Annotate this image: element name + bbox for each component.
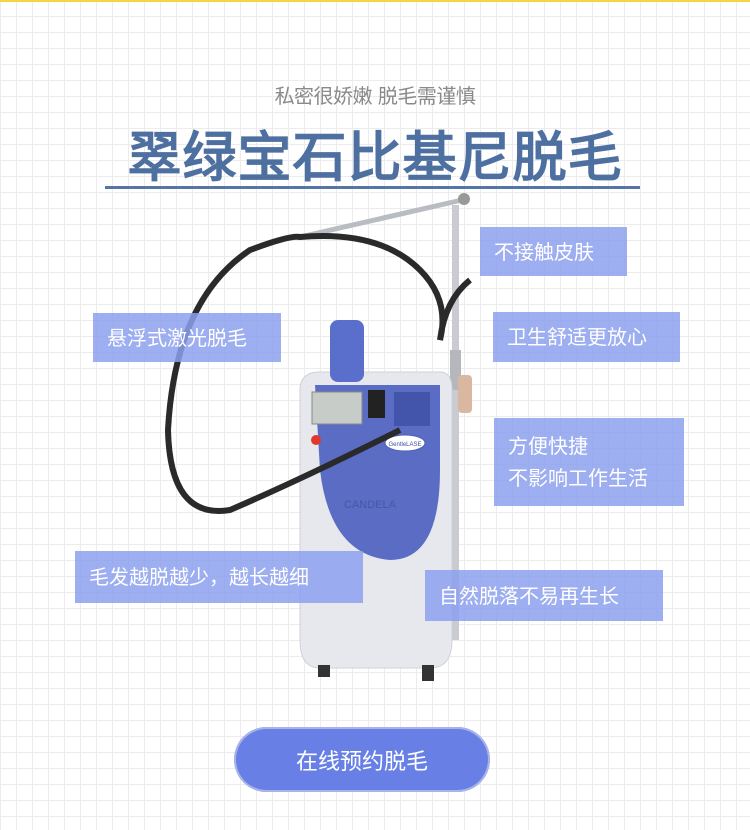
brand-logo: CANDELA xyxy=(344,499,397,511)
title-divider xyxy=(105,186,640,189)
feature-text: 方便快捷 xyxy=(508,434,588,458)
feature-tag-less-hair: 毛发越脱越少，越长越细 xyxy=(75,551,363,603)
feature-tag-no-contact: 不接触皮肤 xyxy=(480,227,627,276)
page-title: 翠绿宝石比基尼脱毛 xyxy=(127,126,623,189)
feature-text: 悬浮式激光脱毛 xyxy=(107,325,247,350)
book-online-button[interactable]: 在线预约脱毛 xyxy=(234,727,490,792)
model-logo: GentleLASE xyxy=(388,442,421,448)
feature-text: 不接触皮肤 xyxy=(494,239,594,264)
page-subtitle: 私密很娇嫩 脱毛需谨慎 xyxy=(274,84,476,108)
feature-tag-natural-shedding: 自然脱落不易再生长 xyxy=(425,570,663,621)
feature-tag-hygienic: 卫生舒适更放心 xyxy=(493,312,680,362)
top-accent-bar xyxy=(0,0,750,2)
feature-tag-convenient: 方便快捷不影响工作生活 xyxy=(494,418,684,506)
feature-text: 自然脱落不易再生长 xyxy=(439,583,619,608)
feature-text: 毛发越脱越少，越长越细 xyxy=(89,565,309,589)
feature-tag-hover-laser: 悬浮式激光脱毛 xyxy=(93,313,281,362)
feature-text: 不影响工作生活 xyxy=(508,466,648,490)
feature-text: 卫生舒适更放心 xyxy=(507,325,647,349)
